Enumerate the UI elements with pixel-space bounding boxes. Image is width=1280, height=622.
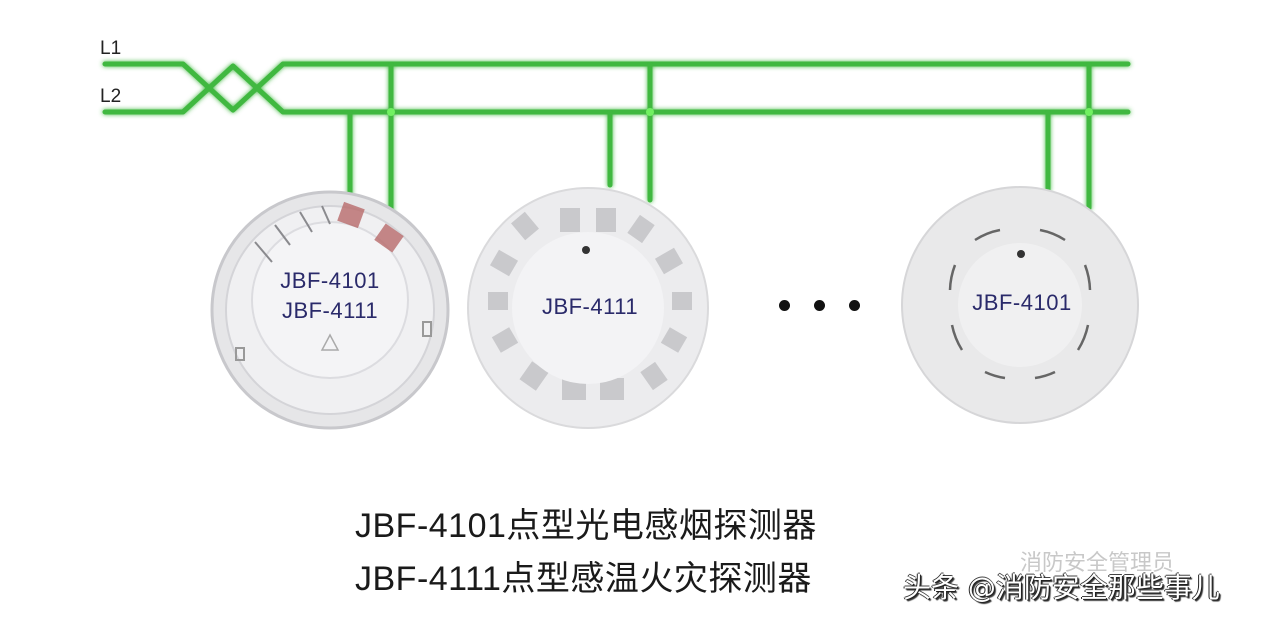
dot-icon	[849, 300, 860, 311]
caption-smoke-detector: JBF-4101点型光电感烟探测器	[355, 507, 817, 545]
heat-detector: JBF-4111	[490, 294, 690, 324]
heat-detector-graphic	[467, 187, 709, 429]
wire-l2	[102, 63, 1131, 115]
base-label-1: JBF-4101	[280, 268, 380, 293]
base-label-2: JBF-4111	[281, 298, 379, 323]
watermark-source: 头条 @消防安全那些事儿	[903, 571, 1220, 604]
watermark-account: 消防安全管理员	[1020, 551, 1175, 576]
smoke-detector-label: JBF-4101	[972, 290, 1072, 315]
dot-icon	[779, 300, 790, 311]
heat-detector-label: JBF-4111	[541, 294, 639, 319]
wire-label-l2: L2	[100, 86, 122, 107]
smoke-detector-graphic	[901, 186, 1139, 424]
ellipsis-more-detectors	[779, 300, 860, 311]
mounting-base-graphic	[210, 190, 450, 430]
caption-heat-detector: JBF-4111点型感温火灾探测器	[355, 560, 812, 598]
dot-icon	[814, 300, 825, 311]
smoke-detector: JBF-4101	[922, 290, 1122, 320]
wire-l1	[102, 61, 1131, 113]
wire-label-l1: L1	[100, 38, 122, 59]
mounting-base: JBF-4101 JBF-4111	[230, 268, 430, 328]
